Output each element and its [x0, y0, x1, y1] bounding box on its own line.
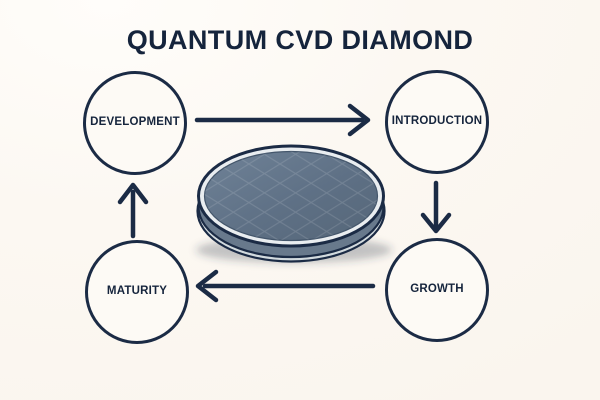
node-maturity-label: MATURITY — [106, 285, 168, 298]
node-growth-label: GROWTH — [410, 283, 464, 296]
node-introduction-label: INTRODUCTION — [391, 115, 483, 128]
node-introduction: INTRODUCTION — [385, 70, 489, 174]
node-maturity: MATURITY — [85, 240, 189, 344]
node-development-label: DEVELOPMENT — [90, 116, 180, 129]
node-growth: GROWTH — [385, 238, 489, 342]
page-title: QUANTUM CVD DIAMOND — [126, 25, 474, 55]
arrow-growth-to-maturity-icon — [195, 269, 376, 303]
wafer-surface-grid-texture — [204, 151, 378, 241]
arrow-development-to-introduction-icon — [194, 103, 371, 137]
arrow-introduction-to-growth-icon — [420, 180, 452, 234]
arrow-maturity-to-development-icon — [117, 182, 149, 239]
node-development: DEVELOPMENT — [83, 71, 187, 175]
cvd-diamond-wafer-image — [196, 144, 392, 263]
